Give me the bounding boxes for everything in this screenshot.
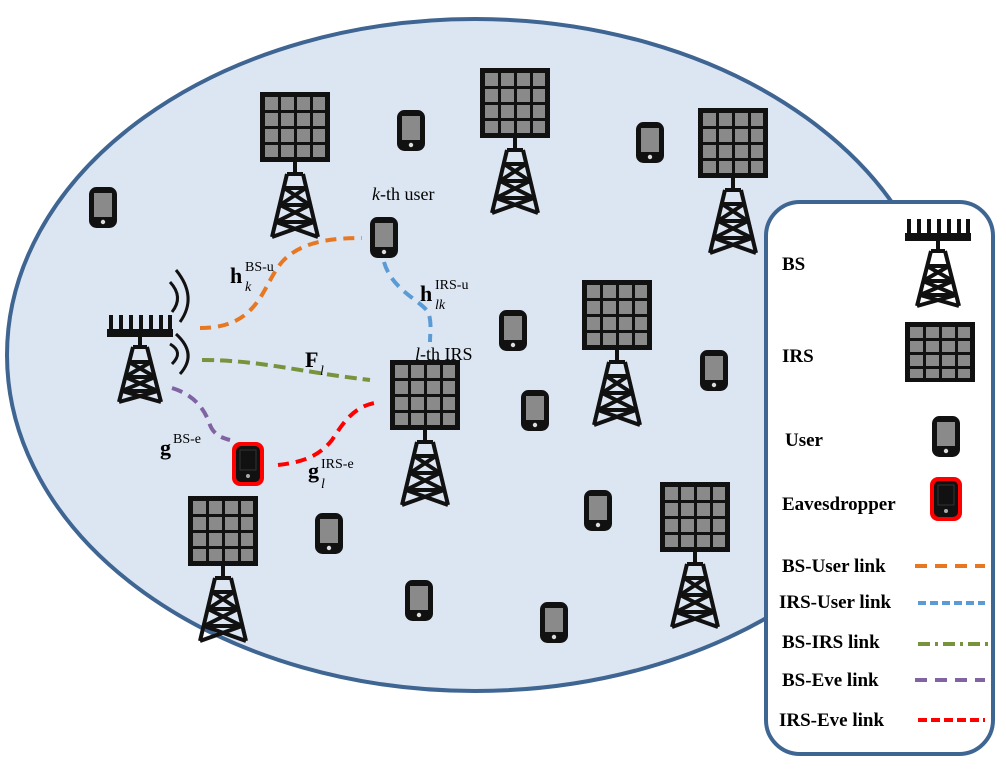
user-phone-icon [315,513,343,554]
user-phone-icon [405,580,433,621]
user-phone-icon [700,350,728,391]
legend: BS IRS User Eavesdropper BS-User link IR… [764,200,995,756]
user-phone-icon [540,602,568,643]
legend-label-irs: IRS [782,346,814,367]
legend-label-user: User [785,430,824,451]
bs-irs-link [201,358,371,382]
lth-irs-label: l-th IRS [415,344,473,364]
legend-label-bs-eve-link: BS-Eve link [782,670,879,691]
user-phone-icon [397,110,425,151]
user-phone-icon [89,187,117,228]
g-bs-e-label: g BS-e [160,432,201,460]
irs-eve-link [277,400,381,467]
legend-label-bs: BS [782,254,805,275]
eavesdropper-phone-icon [929,476,963,522]
legend-label-eavesdropper: Eavesdropper [782,494,896,515]
user-phone-icon [932,416,960,457]
base-station-icon [105,269,190,404]
f-l-label: F l [305,347,324,379]
irs-panel-icon [905,322,975,382]
bs-user-link [199,236,363,330]
user-phone-icon [636,122,664,163]
h-bs-u-label: h BS-u k [230,251,279,295]
eavesdropper-phone-icon [231,441,265,487]
legend-label-irs-eve-link: IRS-Eve link [779,710,884,731]
legend-label-bs-user-link: BS-User link [782,556,886,577]
user-phone-icon [370,217,398,258]
user-phone-icon [584,490,612,531]
kth-user-label: k-th user [372,184,434,204]
irs-user-link [382,261,433,343]
h-irs-u-label: h IRS-u lk [420,269,474,313]
legend-label-bs-irs-link: BS-IRS link [782,632,880,653]
bs-eve-link [171,386,231,442]
g-irs-e-label: g IRS-e l [308,448,359,492]
user-phone-icon [499,310,527,351]
legend-label-irs-user-link: IRS-User link [779,592,892,613]
user-phone-icon [521,390,549,431]
